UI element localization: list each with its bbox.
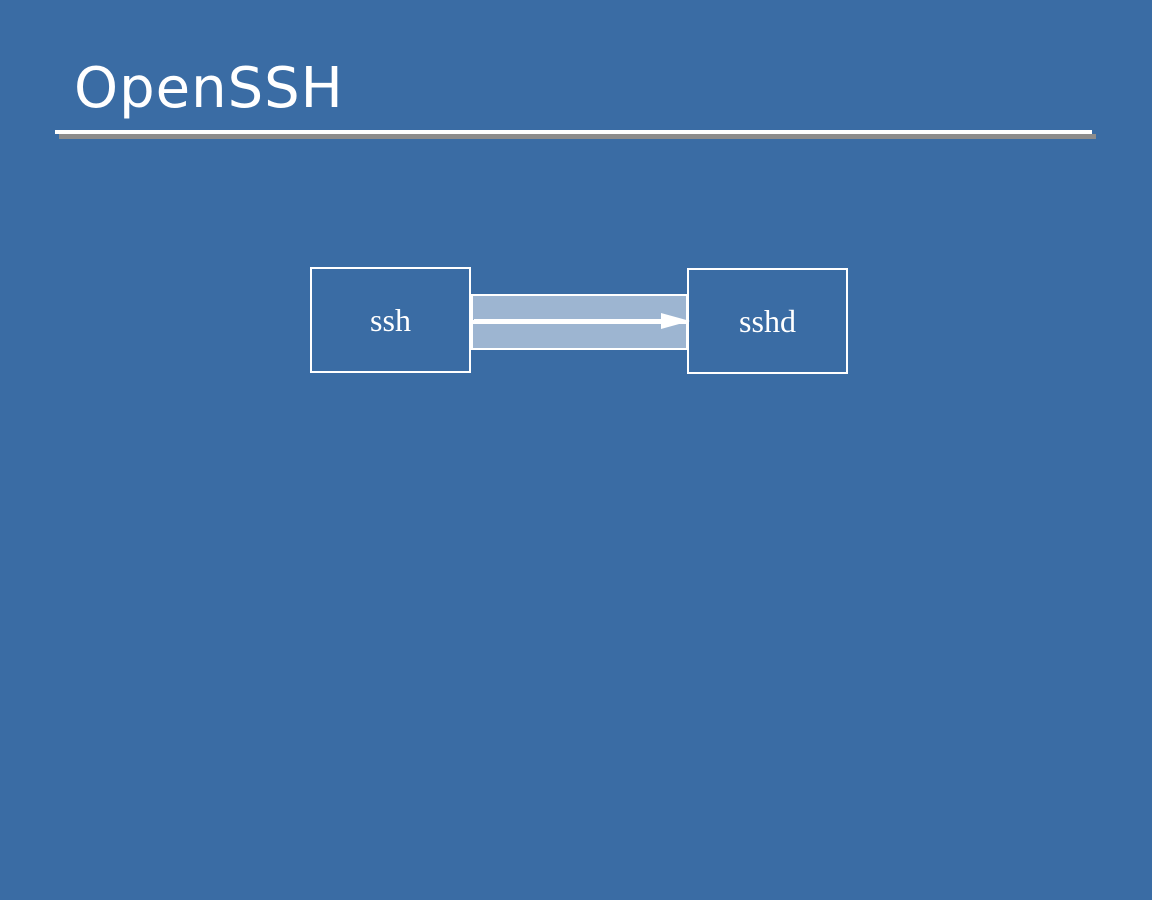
node-sshd-label: sshd <box>739 302 796 339</box>
arrow-shaft <box>474 319 666 323</box>
connection-channel <box>471 294 688 350</box>
node-ssh: ssh <box>310 267 471 373</box>
title-underline-shadow <box>59 134 1096 139</box>
channel-lower-band <box>471 322 688 350</box>
slide-title: OpenSSH <box>74 56 344 121</box>
arrow-right-icon <box>661 313 690 329</box>
node-ssh-label: ssh <box>370 301 411 338</box>
node-sshd: sshd <box>687 268 848 374</box>
title-underline <box>55 130 1092 134</box>
channel-upper-band <box>471 294 688 322</box>
